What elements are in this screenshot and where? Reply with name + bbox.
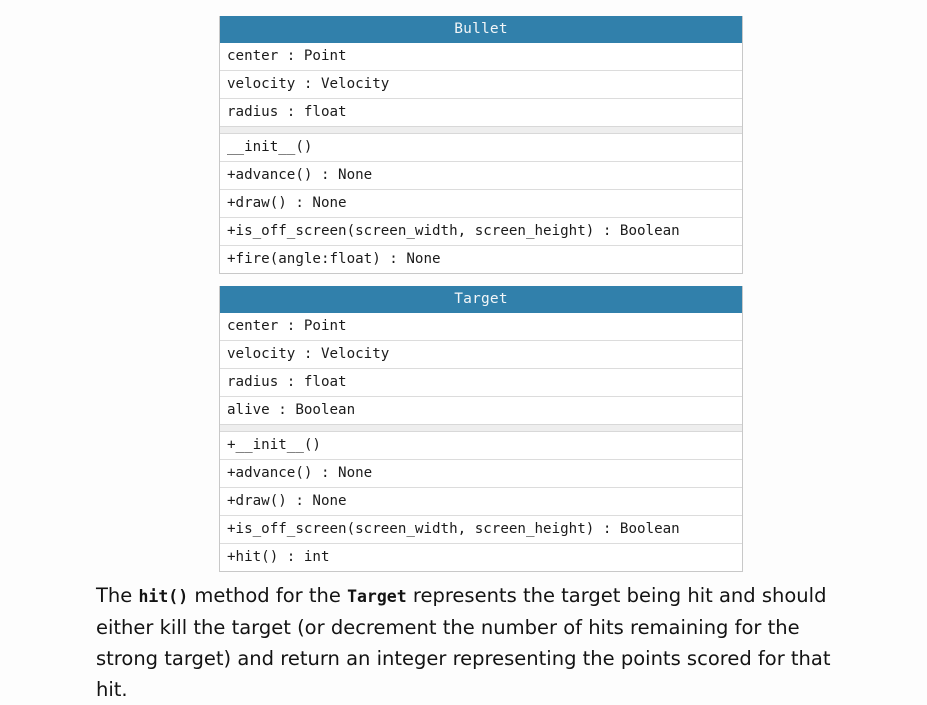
- attribute-row: velocity : Velocity: [220, 71, 742, 99]
- method-row: +__init__(): [220, 432, 742, 460]
- method-row: +advance() : None: [220, 460, 742, 488]
- uml-class-stack: Bullet center : Point velocity : Velocit…: [219, 16, 743, 584]
- methods-compartment-target: +__init__() +advance() : None +draw() : …: [220, 432, 742, 571]
- inline-code-target: Target: [347, 586, 407, 606]
- method-row: +hit() : int: [227, 549, 330, 565]
- method-row: +is_off_screen(screen_width, screen_heig…: [220, 516, 742, 544]
- method-row: +is_off_screen(screen_width, screen_heig…: [220, 218, 742, 246]
- uml-class-target: Target center : Point velocity : Velocit…: [219, 286, 743, 572]
- class-name-target: Target: [220, 286, 742, 313]
- paragraph-text-part-3: represents the target being hit and shou…: [96, 583, 831, 701]
- class-name-bullet: Bullet: [220, 16, 742, 43]
- method-row: +fire(angle:float) : None: [227, 251, 441, 267]
- attribute-row: center : Point: [220, 313, 742, 341]
- paragraph-text-part-1: The: [96, 583, 139, 607]
- description-paragraph: The hit() method for the Target represen…: [96, 580, 856, 705]
- attribute-row: center : Point: [220, 43, 742, 71]
- method-row: __init__(): [220, 134, 742, 162]
- method-row: +advance() : None: [220, 162, 742, 190]
- methods-compartment-bullet: __init__() +advance() : None +draw() : N…: [220, 134, 742, 273]
- compartment-separator: [220, 424, 742, 432]
- method-row: +draw() : None: [220, 488, 742, 516]
- paragraph-text-part-2: method for the: [188, 583, 348, 607]
- attributes-compartment-target: center : Point velocity : Velocity radiu…: [220, 313, 742, 424]
- method-row: +draw() : None: [220, 190, 742, 218]
- compartment-separator: [220, 126, 742, 134]
- attribute-row: alive : Boolean: [227, 402, 356, 418]
- uml-class-bullet: Bullet center : Point velocity : Velocit…: [219, 16, 743, 274]
- attribute-row: velocity : Velocity: [220, 341, 742, 369]
- attribute-row: radius : float: [227, 104, 347, 120]
- attributes-compartment-bullet: center : Point velocity : Velocity radiu…: [220, 43, 742, 126]
- attribute-row: radius : float: [220, 369, 742, 397]
- inline-code-hit: hit(): [138, 586, 189, 606]
